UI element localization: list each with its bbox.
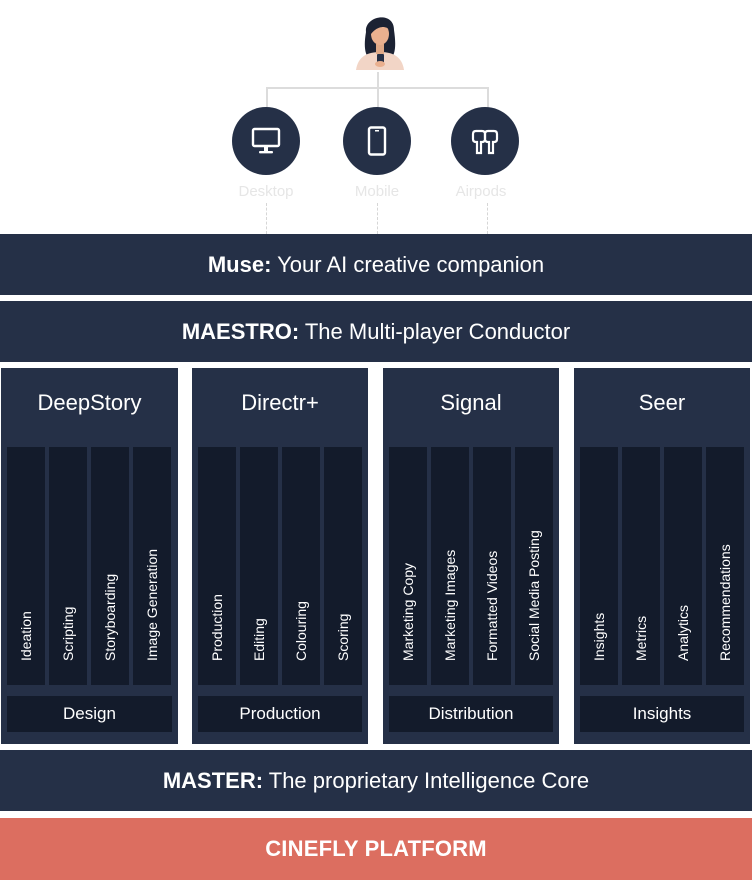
connector-line-mobile [377,87,379,107]
column-label: Marketing Copy [400,562,416,661]
column-label: Scripting [60,606,76,661]
module-title: Signal [440,390,502,415]
column-label: Formatted Videos [484,550,500,661]
module-column: Metrics [622,447,660,685]
module-column: Recommendations [706,447,744,685]
module-column: Production [198,447,236,685]
muse-bold-label: Muse: [207,251,272,277]
column-label: Social Media Posting [526,530,542,661]
module-footer: Production [198,696,362,732]
module-title: Directr+ [241,390,319,415]
mobile-icon [367,126,387,156]
module-column: Ideation [7,447,45,685]
module-footer: Insights [580,696,744,732]
platform-bar: CINEFLY PLATFORM [0,818,752,880]
module-seer: Seer Insights Metrics Analytics Recommen… [574,368,750,744]
device-label-airpods: Airpods [455,183,507,200]
module-deepstory: DeepStory Ideation Scripting Storyboardi… [1,368,178,744]
module-column: Insights [580,447,618,685]
module-column: Formatted Videos [473,447,511,685]
module-title: Seer [638,390,686,415]
module-signal: Signal Marketing Copy Marketing Images F… [383,368,559,744]
maestro-bold-label: MAESTRO: [181,318,300,344]
module-footer: Distribution [389,696,553,732]
column-label: Scoring [335,613,351,661]
master-bar: MASTER: The proprietary Intelligence Cor… [0,750,752,811]
module-column: Storyboarding [91,447,129,685]
column-label: Storyboarding [102,573,118,661]
column-label: Analytics [675,604,691,661]
master-label: The proprietary Intelligence Core [263,767,590,793]
module-title: DeepStory [37,390,142,415]
device-label-mobile: Mobile [354,183,400,200]
column-label: Metrics [633,615,649,661]
module-column: Colouring [282,447,320,685]
module-column: Scripting [49,447,87,685]
module-column: Social Media Posting [515,447,553,685]
module-directr: Directr+ Production Editing Colouring Sc… [192,368,368,744]
airpods-icon [471,129,499,155]
dashed-line-desktop [266,203,267,234]
module-column: Analytics [664,447,702,685]
connector-line-airpods [487,87,489,107]
column-label: Production [209,594,225,661]
module-column: Image Generation [133,447,171,685]
user-avatar-icon [350,8,410,74]
airpods-device [451,107,519,175]
column-label: Colouring [293,601,309,661]
device-label-desktop: Desktop [238,183,294,200]
module-column: Editing [240,447,278,685]
module-footer: Design [7,696,172,732]
master-bold-label: MASTER: [162,767,264,793]
module-column: Scoring [324,447,362,685]
muse-label: Your AI creative companion [271,251,545,277]
platform-label: CINEFLY PLATFORM [265,836,487,861]
column-label: Marketing Images [442,549,458,661]
dashed-line-mobile [377,203,378,234]
module-column: Marketing Copy [389,447,427,685]
maestro-label: The Multi-player Conductor [299,318,571,344]
desktop-device [232,107,300,175]
column-label: Ideation [18,611,34,661]
column-label: Insights [591,612,607,661]
connector-line-user [377,72,379,88]
column-label: Image Generation [144,548,160,661]
desktop-icon [251,127,281,154]
column-label: Recommendations [717,544,733,661]
connector-line-desktop [266,87,268,107]
muse-bar: Muse: Your AI creative companion [0,234,752,295]
mobile-device [343,107,411,175]
maestro-bar: MAESTRO: The Multi-player Conductor [0,301,752,362]
module-column: Marketing Images [431,447,469,685]
column-label: Editing [251,618,267,661]
dashed-line-airpods [487,203,488,234]
